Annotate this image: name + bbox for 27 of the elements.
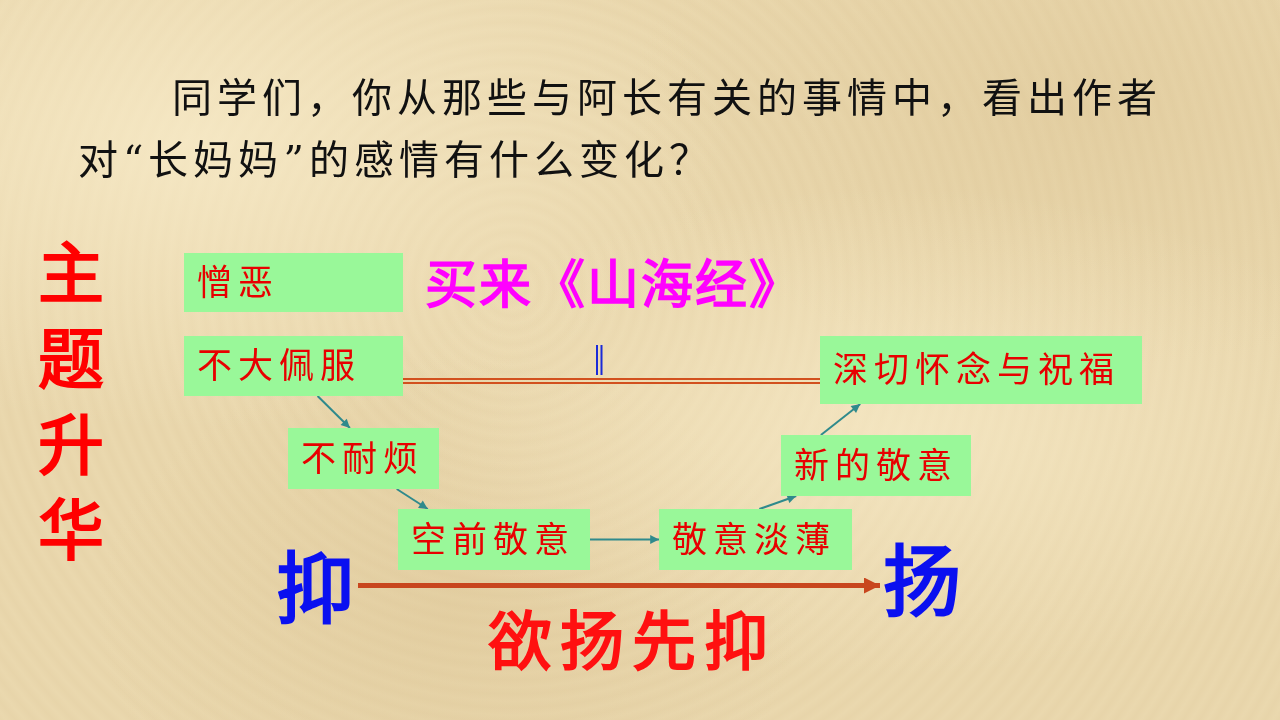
arrow	[316, 395, 351, 429]
arrow	[395, 488, 429, 510]
feeling-text: 敬意淡薄	[672, 518, 836, 561]
feeling-text: 新的敬意	[794, 444, 958, 487]
feeling-box	[659, 509, 852, 570]
arrow	[358, 577, 880, 594]
feeling-text: 不大佩服	[197, 345, 361, 387]
question-text: 同学们，你从那些与阿长有关的事情中，看出作者对“长妈妈”的感情有什么变化？	[78, 74, 1163, 185]
feeling-text: 不耐烦	[301, 437, 424, 480]
feeling-box	[398, 509, 590, 570]
feeling-text: 空前敬意	[411, 518, 575, 561]
feeling-box	[288, 428, 439, 489]
feeling-text: 憎恶	[197, 261, 279, 304]
keyword-text: 抑	[272, 545, 358, 635]
event-label: 买来《山海经》	[425, 256, 803, 316]
arrow	[589, 535, 660, 544]
keyword-text: 扬	[880, 538, 964, 628]
vertical-heading: 主题升华	[38, 235, 104, 573]
feeling-text: 深切怀念与祝福	[833, 349, 1120, 391]
technique-label: 欲扬先抑	[488, 606, 776, 680]
feeling-box	[781, 435, 971, 496]
feeling-box	[820, 336, 1142, 404]
feeling-box	[184, 253, 403, 312]
arrow	[758, 494, 798, 510]
arrow	[819, 403, 862, 436]
double-line	[402, 378, 821, 384]
feeling-box	[184, 336, 403, 396]
